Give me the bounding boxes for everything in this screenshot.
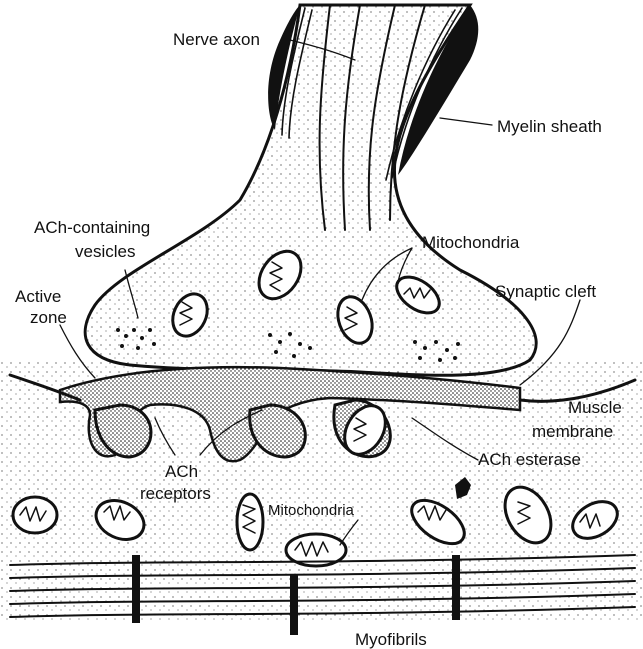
label-ach-receptors-1: ACh [165, 462, 198, 481]
label-muscle-1: Muscle [568, 398, 622, 417]
label-synaptic-cleft: Synaptic cleft [495, 282, 596, 301]
label-active-zone-2: zone [30, 308, 67, 327]
label-myofibrils: Myofibrils [355, 630, 427, 649]
label-ach-vesicles-1: ACh-containing [34, 218, 150, 237]
label-nerve-axon: Nerve axon [173, 30, 260, 49]
label-myelin-sheath: Myelin sheath [497, 117, 602, 136]
label-ach-vesicles-2: vesicles [75, 242, 135, 261]
label-active-zone-1: Active [15, 287, 61, 306]
label-ach-esterase: ACh esterase [478, 450, 581, 469]
label-mitochondria-bottom: Mitochondria [268, 502, 355, 519]
label-muscle-2: membrane [532, 422, 613, 441]
label-ach-receptors-2: receptors [140, 484, 211, 503]
label-mitochondria-top: Mitochondria [422, 233, 520, 252]
